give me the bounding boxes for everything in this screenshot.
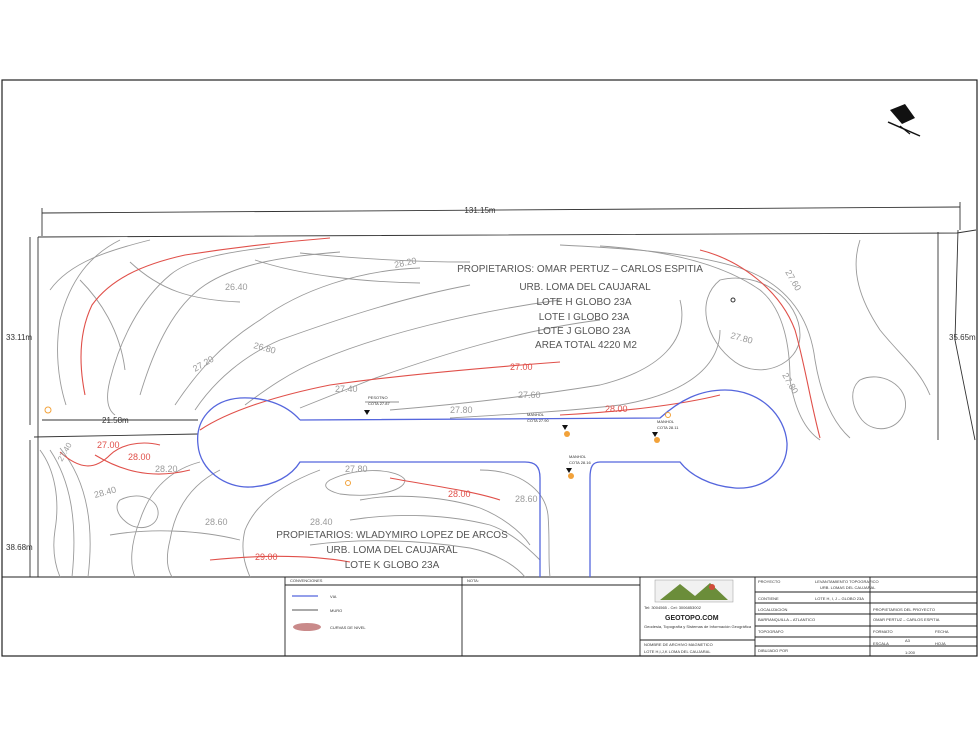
owners-north-line: PROPIETARIOS: OMAR PERTUZ – CARLOS ESPIT… — [457, 264, 703, 275]
contour-label: 28.00 — [605, 404, 628, 414]
contours-north-index — [80, 237, 821, 439]
contour-label: 27.60 — [518, 390, 541, 400]
contour-label: 27.80 — [729, 330, 753, 345]
owners-north-block: PROPIETARIOS: OMAR PERTUZ – CARLOS ESPIT… — [457, 264, 703, 351]
marker-point — [665, 412, 671, 418]
contour-label: 28.20 — [155, 464, 178, 474]
contour-label: 27.80 — [780, 371, 800, 396]
property-boundary-top — [37, 229, 977, 238]
svg-text:COTA 28.16: COTA 28.16 — [569, 460, 591, 465]
company-description: Geodesia, Topografía y Sistemas de Infor… — [644, 624, 752, 629]
contours-south-index — [59, 442, 501, 563]
contour-label: 27.80 — [450, 405, 473, 415]
hoja-label: HOJA — [935, 641, 946, 646]
contour-label: 28.60 — [205, 517, 228, 527]
svg-text:MANHOL: MANHOL — [657, 419, 675, 424]
owners-north-line: LOTE H GLOBO 23A — [536, 297, 631, 308]
road-outline — [197, 389, 788, 577]
marker-manhol-2: MANHOL COTA 28.11 — [652, 419, 679, 443]
owners-south-line: PROPIETARIOS: WLADYMIRO LOPEZ DE ARCOS — [276, 530, 508, 541]
dimension-right-label: 35.65m — [949, 333, 976, 342]
contour-label: 28.60 — [515, 494, 538, 504]
marker-manhol-1: MANHOL COTA 27.90 — [527, 412, 570, 437]
owners-north-line: URB. LOMA DEL CAUJARAL — [519, 282, 651, 293]
contour-label: 26.40 — [225, 282, 248, 292]
contour-label: 27.00 — [97, 440, 120, 450]
owners-south-line: LOTE K GLOBO 23A — [345, 560, 440, 571]
marker-point — [345, 480, 351, 486]
lot-divider — [33, 433, 199, 438]
marker-point — [44, 406, 52, 414]
contiene-label: CONTIENE — [758, 596, 779, 601]
contours-north — [49, 239, 931, 441]
svg-text:MANHOL: MANHOL — [569, 454, 587, 459]
topografo-label: TOPOGRAFO — [758, 629, 783, 634]
contour-label: 27.40 — [56, 441, 74, 463]
contour-label: 27.40 — [335, 384, 358, 394]
property-boundary-right — [954, 229, 976, 441]
title-block: CONVENCIONES VIA MURO CURVAS DE NIVEL NO… — [2, 577, 977, 657]
svg-text:MANHOL: MANHOL — [527, 412, 545, 417]
owners-north-line: LOTE I GLOBO 23A — [539, 312, 630, 323]
fecha-label: FECHA — [935, 629, 949, 634]
contour-label: 28.40 — [310, 517, 333, 527]
svg-text:COTA 27.87: COTA 27.87 — [368, 401, 390, 406]
contour-label: 28.00 — [128, 452, 151, 462]
dimension-left-label: 33.11m — [6, 333, 32, 342]
legend-muro-label: MURO — [330, 608, 342, 613]
svg-text:PESOTNO: PESOTNO — [368, 395, 388, 400]
notes-title: NOTA: — [467, 578, 479, 583]
legend-title: CONVENCIONES — [290, 578, 323, 583]
marker-pesotno: PESOTNO COTA 27.87 — [364, 395, 399, 415]
formato-value: A3 — [905, 638, 911, 643]
proyecto-value-2: URB. LOMAS DEL CAUJARAL — [820, 585, 876, 590]
contour-label: 28.40 — [93, 484, 117, 499]
marker-point — [730, 297, 736, 303]
survey-markers: PESOTNO COTA 27.87 MANHOL COTA 27.90 MAN… — [44, 297, 736, 486]
contour-label: 28.20 — [393, 255, 417, 269]
svg-text:COTA 28.11: COTA 28.11 — [657, 425, 679, 430]
svg-text:COTA 27.90: COTA 27.90 — [527, 418, 549, 423]
contour-label: 27.00 — [510, 362, 533, 372]
dimension-top — [41, 202, 961, 236]
owners-north-line: LOTE J GLOBO 23A — [538, 326, 631, 337]
formato-label: FORMATO — [873, 629, 893, 634]
dimension-bottom-left-label: 38.68m — [6, 543, 33, 552]
localizacion-label: LOCALIZACION — [758, 607, 787, 612]
proyecto-value: LEVANTAMIENTO TOPOGRAFICO — [815, 579, 879, 584]
legend-via-label: VIA — [330, 594, 337, 599]
proyecto-label: PROYECTO — [758, 579, 780, 584]
marker-manhol-3: MANHOL COTA 28.16 — [566, 454, 591, 479]
file-name-label: NOMBRE DE ARCHIVO MAGNETICO — [644, 642, 713, 647]
contours-south — [39, 447, 551, 578]
propietarios-label: PROPIETARIOS DEL PROYECTO — [873, 607, 935, 612]
dibujado-label: DIBUJADO POR — [758, 648, 788, 653]
localizacion-value: BARRANQUILLA – ATLANTICO — [758, 617, 815, 622]
escala-value: 1:200 — [905, 650, 916, 655]
contour-labels: 28.20 26.40 26.80 27.20 27.40 27.00 27.6… — [56, 255, 803, 562]
contour-legend-icon — [293, 623, 321, 631]
dimension-mid-label: 21.58m — [102, 416, 129, 425]
owners-south-block: PROPIETARIOS: WLADYMIRO LOPEZ DE ARCOS U… — [276, 530, 508, 571]
company-logo — [654, 579, 734, 603]
north-arrow-icon — [887, 104, 921, 137]
company-phone: Tel: 3004565 - Cel: 3006853002 — [644, 605, 702, 610]
company-name: GEOTOPO.COM — [665, 615, 719, 622]
contour-label: 29.00 — [255, 552, 278, 562]
contour-label: 27.80 — [345, 464, 368, 474]
escala-label: ESCALA — [873, 641, 889, 646]
propietarios-value: OMAR PERTUZ – CARLOS ESPITIA — [873, 617, 940, 622]
file-name-value: LOTE H,I,J,K LOMA DEL CAUJARAL — [644, 649, 711, 654]
owners-north-line: AREA TOTAL 4220 M2 — [535, 340, 637, 351]
contour-label: 27.20 — [191, 354, 216, 374]
dimension-top-label: 131.15m — [464, 206, 495, 215]
contiene-value: LOTE H, I, J – GLOBO 23A — [815, 596, 864, 601]
contour-label: 28.00 — [448, 489, 471, 499]
legend-curvas-label: CURVAS DE NIVEL — [330, 625, 366, 630]
owners-south-line: URB. LOMA DEL CAUJARAL — [326, 545, 458, 556]
contour-label: 27.60 — [783, 268, 803, 293]
